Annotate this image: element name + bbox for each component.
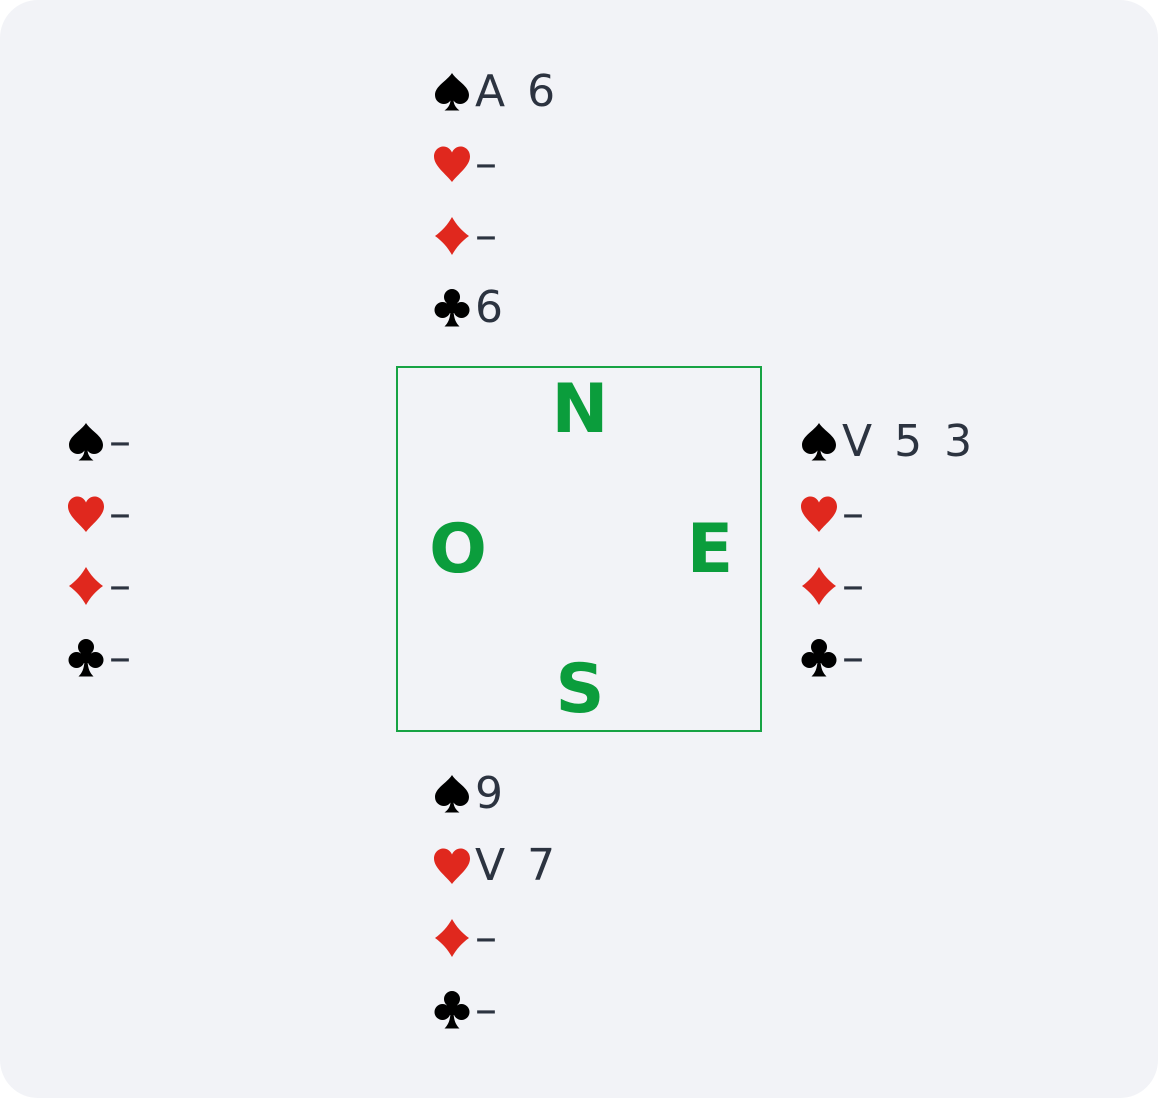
diamond-icon [432, 215, 472, 257]
west-clubs-cards: – [109, 632, 135, 683]
south-hearts-cards: V 7 [475, 840, 560, 891]
west-diamonds-cards: – [109, 560, 135, 611]
north-diamonds-cards: – [475, 210, 501, 261]
south-hearts-row: V 7 [432, 834, 559, 898]
compass-west-label: O [429, 510, 487, 589]
north-diamonds-row: – [432, 204, 501, 268]
east-diamonds-cards: – [842, 560, 868, 611]
north-clubs-row: 6 [432, 276, 507, 340]
east-hearts-cards: – [842, 488, 868, 539]
west-spades-cards: – [109, 416, 135, 467]
west-hearts-row: – [66, 482, 135, 546]
diamond-icon [432, 917, 472, 959]
north-hearts-cards: – [475, 138, 501, 189]
heart-icon [432, 845, 472, 887]
club-icon [432, 989, 472, 1031]
club-icon [799, 637, 839, 679]
south-diamonds-row: – [432, 906, 501, 970]
south-spades-row: 9 [432, 762, 507, 826]
diamond-icon [799, 565, 839, 607]
diamond-icon [66, 565, 106, 607]
heart-icon [799, 493, 839, 535]
west-diamonds-row: – [66, 554, 135, 618]
compass-north-label: N [551, 370, 609, 449]
east-spades-row: V 5 3 [799, 410, 976, 474]
compass-south-label: S [555, 650, 605, 729]
north-clubs-cards: 6 [475, 282, 507, 333]
north-spades-cards: A 6 [475, 66, 560, 117]
spade-icon [432, 773, 472, 815]
south-clubs-row: – [432, 978, 501, 1042]
spade-icon [799, 421, 839, 463]
west-clubs-row: – [66, 626, 135, 690]
compass-east-label: E [686, 510, 734, 589]
east-clubs-cards: – [842, 632, 868, 683]
east-diamonds-row: – [799, 554, 868, 618]
heart-icon [66, 493, 106, 535]
north-spades-row: A 6 [432, 60, 559, 124]
compass-box: N O E S [396, 366, 762, 732]
south-spades-cards: 9 [475, 768, 507, 819]
club-icon [66, 637, 106, 679]
east-spades-cards: V 5 3 [842, 416, 977, 467]
west-hearts-cards: – [109, 488, 135, 539]
north-hearts-row: – [432, 132, 501, 196]
south-diamonds-cards: – [475, 912, 501, 963]
spade-icon [66, 421, 106, 463]
east-clubs-row: – [799, 626, 868, 690]
club-icon [432, 287, 472, 329]
spade-icon [432, 71, 472, 113]
heart-icon [432, 143, 472, 185]
west-spades-row: – [66, 410, 135, 474]
east-hearts-row: – [799, 482, 868, 546]
south-clubs-cards: – [475, 984, 501, 1035]
